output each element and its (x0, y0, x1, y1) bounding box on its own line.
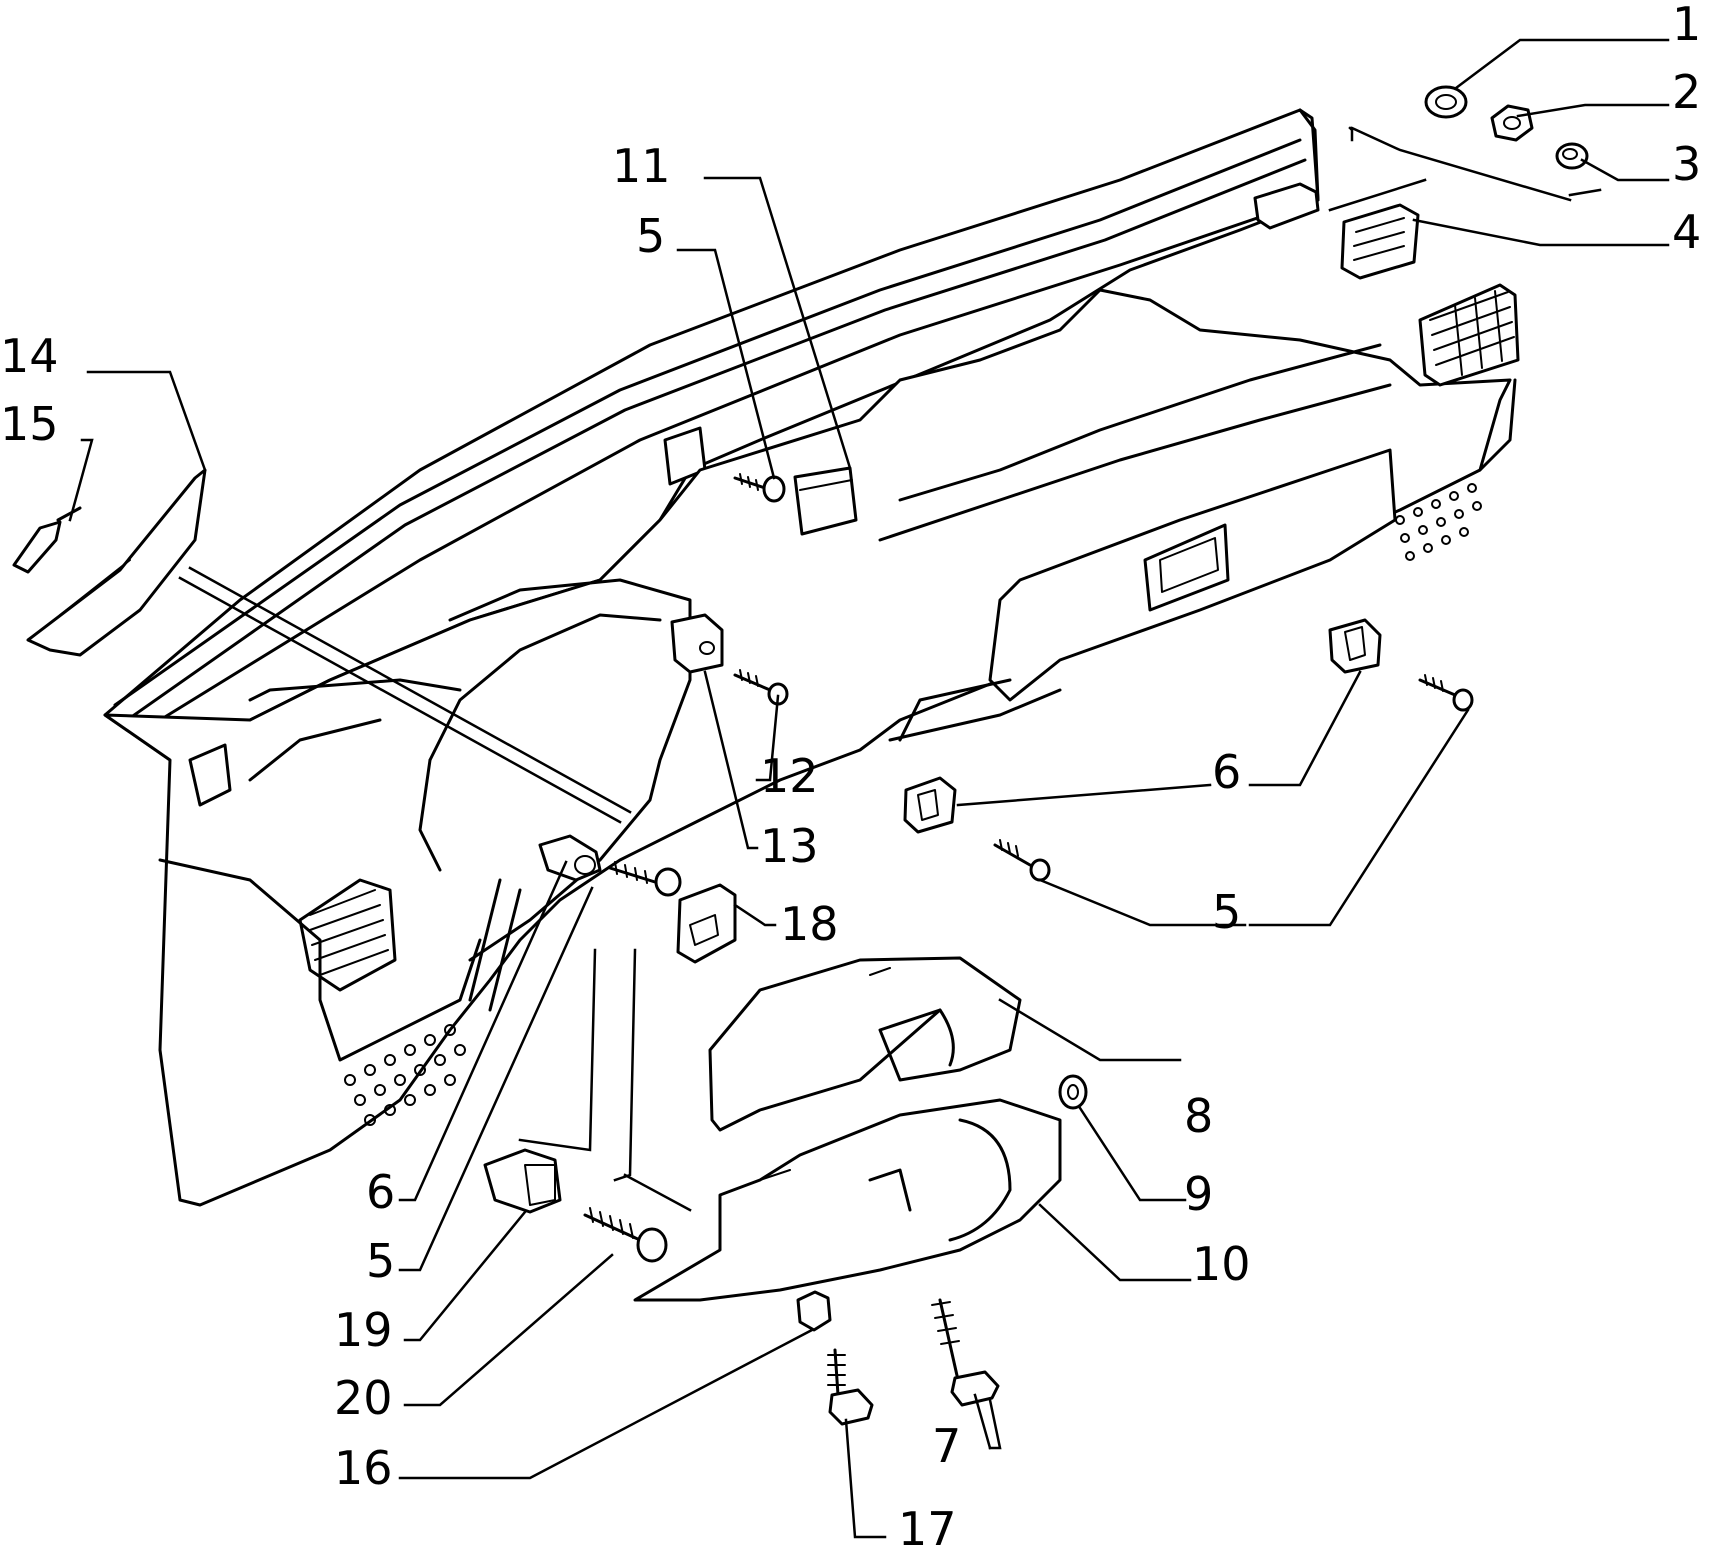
callout-9: 9 (1184, 1167, 1213, 1221)
left-air-vent (298, 878, 397, 992)
glovebox-handle (1143, 523, 1230, 612)
dashboard-body (103, 108, 1520, 1207)
part-knob (538, 834, 682, 897)
part-grommet (1424, 85, 1468, 119)
callout-2: 2 (1672, 65, 1701, 119)
part-cap-nut (1555, 142, 1589, 170)
callout-5-left: 5 (366, 1234, 395, 1288)
part-screw (993, 839, 1051, 882)
part-vent-grille (1340, 203, 1420, 280)
part-clip (1328, 618, 1382, 674)
right-air-vent (1418, 283, 1520, 387)
callout-15: 15 (0, 397, 59, 451)
callout-17: 17 (898, 1502, 957, 1550)
part-screw (1418, 674, 1474, 712)
part-long-bolt (931, 1298, 1000, 1407)
right-speaker-grille (1395, 483, 1482, 561)
part-switch (676, 883, 737, 964)
callout-6-left: 6 (366, 1165, 395, 1219)
part-bolt (827, 1348, 874, 1426)
callout-7: 7 (932, 1419, 961, 1473)
callout-5-top: 5 (636, 209, 665, 263)
callout-10: 10 (1192, 1237, 1251, 1291)
part-bracket (793, 466, 858, 536)
callout-1: 1 (1672, 0, 1701, 51)
callout-4: 4 (1672, 205, 1701, 259)
callout-18: 18 (780, 897, 839, 951)
defroster-vent-right (1253, 182, 1320, 230)
callout-16: 16 (334, 1441, 393, 1495)
callout-8: 8 (1184, 1089, 1213, 1143)
callout-3: 3 (1672, 137, 1701, 191)
part-clip (903, 776, 957, 834)
part-screw (583, 1207, 668, 1263)
left-side-vent (188, 743, 232, 807)
part-hex-nut (1490, 104, 1534, 142)
part-washer (1058, 1074, 1088, 1110)
callout-6-right: 6 (1212, 745, 1241, 799)
dashboard-front-face (103, 288, 1512, 1207)
part-trim-panel (26, 468, 207, 657)
callout-5-right: 5 (1212, 885, 1241, 939)
part-clip (670, 613, 724, 674)
callout-14: 14 (0, 329, 59, 383)
part-upper-shroud (708, 956, 1022, 1132)
left-speaker-grille (344, 1024, 466, 1126)
part-nut (796, 1290, 832, 1332)
callout-12: 12 (760, 749, 819, 803)
part-small-clip (12, 506, 82, 574)
leader-lines (68, 38, 1670, 1539)
part-clip (483, 1148, 562, 1214)
callout-19: 19 (334, 1303, 393, 1357)
part-lower-shroud (633, 1098, 1062, 1302)
callout-13: 13 (760, 819, 819, 873)
callout-20: 20 (334, 1371, 393, 1425)
callout-11: 11 (612, 139, 671, 193)
